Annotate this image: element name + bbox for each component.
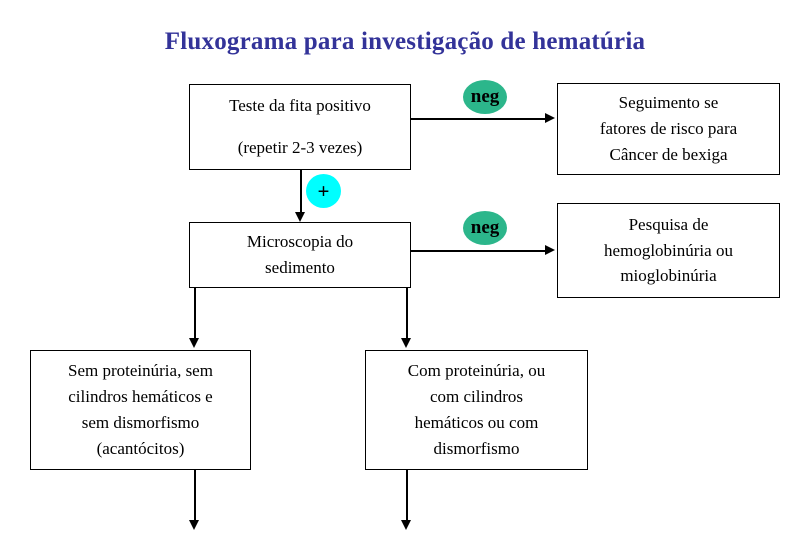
node-teste-line-2: (repetir 2-3 vezes): [237, 138, 363, 157]
marker-neg-microscopia: neg: [463, 211, 507, 245]
node-sem-proteinuria-line-1: Sem proteinúria, sem: [68, 361, 213, 381]
node-pesquisa-line-3: mioglobinúria: [620, 266, 717, 286]
node-com-proteinuria-line-2: com cilindros: [429, 387, 523, 407]
node-seguimento-line-2: fatores de risco para: [599, 119, 738, 139]
arrowhead-teste-to-seguimento: [545, 113, 555, 123]
edge-microscopia-to-sem-proteinuria: [194, 288, 196, 340]
node-pesquisa-line-2: hemoglobinúria ou: [604, 240, 733, 260]
node-seguimento-line-3: Câncer de bexiga: [609, 144, 728, 164]
node-teste-da-fita-positivo[interactable]: Teste da fita positivo (repetir 2-3 veze…: [189, 84, 411, 170]
node-pesquisa-hemoglobinuria[interactable]: Pesquisa de hemoglobinúria ou mioglobinú…: [557, 203, 780, 298]
marker-positive-plus: +: [306, 174, 341, 208]
node-teste-line-1: Teste da fita positivo: [229, 96, 371, 116]
node-com-proteinuria-line-4: dismorfismo: [433, 438, 520, 458]
arrowhead-sem-proteinuria-outflow: [189, 520, 199, 530]
page-title: Fluxograma para investigação de hematúri…: [164, 28, 646, 55]
arrowhead-teste-to-microscopia: [295, 212, 305, 222]
edge-microscopia-to-pesquisa: [411, 250, 545, 252]
node-com-proteinuria-line-1: Com proteinúria, ou: [407, 361, 546, 381]
node-com-proteinuria-line-3: hemáticos ou com: [414, 413, 539, 432]
node-seguimento-fatores-de-risco[interactable]: Seguimento se fatores de risco para Cânc…: [557, 83, 780, 175]
edge-microscopia-to-com-proteinuria: [406, 288, 408, 340]
arrowhead-microscopia-to-pesquisa: [545, 245, 555, 255]
node-sem-proteinuria-line-4: (acantócitos): [96, 438, 185, 458]
node-pesquisa-line-1: Pesquisa de: [628, 214, 709, 234]
node-com-proteinuria[interactable]: Com proteinúria, ou com cilindros hemáti…: [365, 350, 588, 470]
node-microscopia-do-sedimento[interactable]: Microscopia do sedimento: [189, 222, 411, 288]
marker-neg-teste: neg: [463, 80, 507, 114]
arrowhead-microscopia-to-sem-proteinuria: [189, 338, 199, 348]
node-sem-proteinuria[interactable]: Sem proteinúria, sem cilindros hemáticos…: [30, 350, 251, 470]
edge-sem-proteinuria-outflow: [194, 470, 196, 522]
edge-teste-to-seguimento: [411, 118, 545, 120]
node-microscopia-line-1: Microscopia do: [246, 232, 354, 252]
edge-teste-to-microscopia: [300, 170, 302, 214]
node-seguimento-line-1: Seguimento se: [618, 93, 719, 113]
node-microscopia-line-2: sedimento: [265, 258, 335, 277]
edge-com-proteinuria-outflow: [406, 470, 408, 522]
node-sem-proteinuria-line-2: cilindros hemáticos e: [68, 387, 213, 407]
arrowhead-com-proteinuria-outflow: [401, 520, 411, 530]
arrowhead-microscopia-to-com-proteinuria: [401, 338, 411, 348]
node-sem-proteinuria-line-3: sem dismorfismo: [81, 413, 200, 432]
